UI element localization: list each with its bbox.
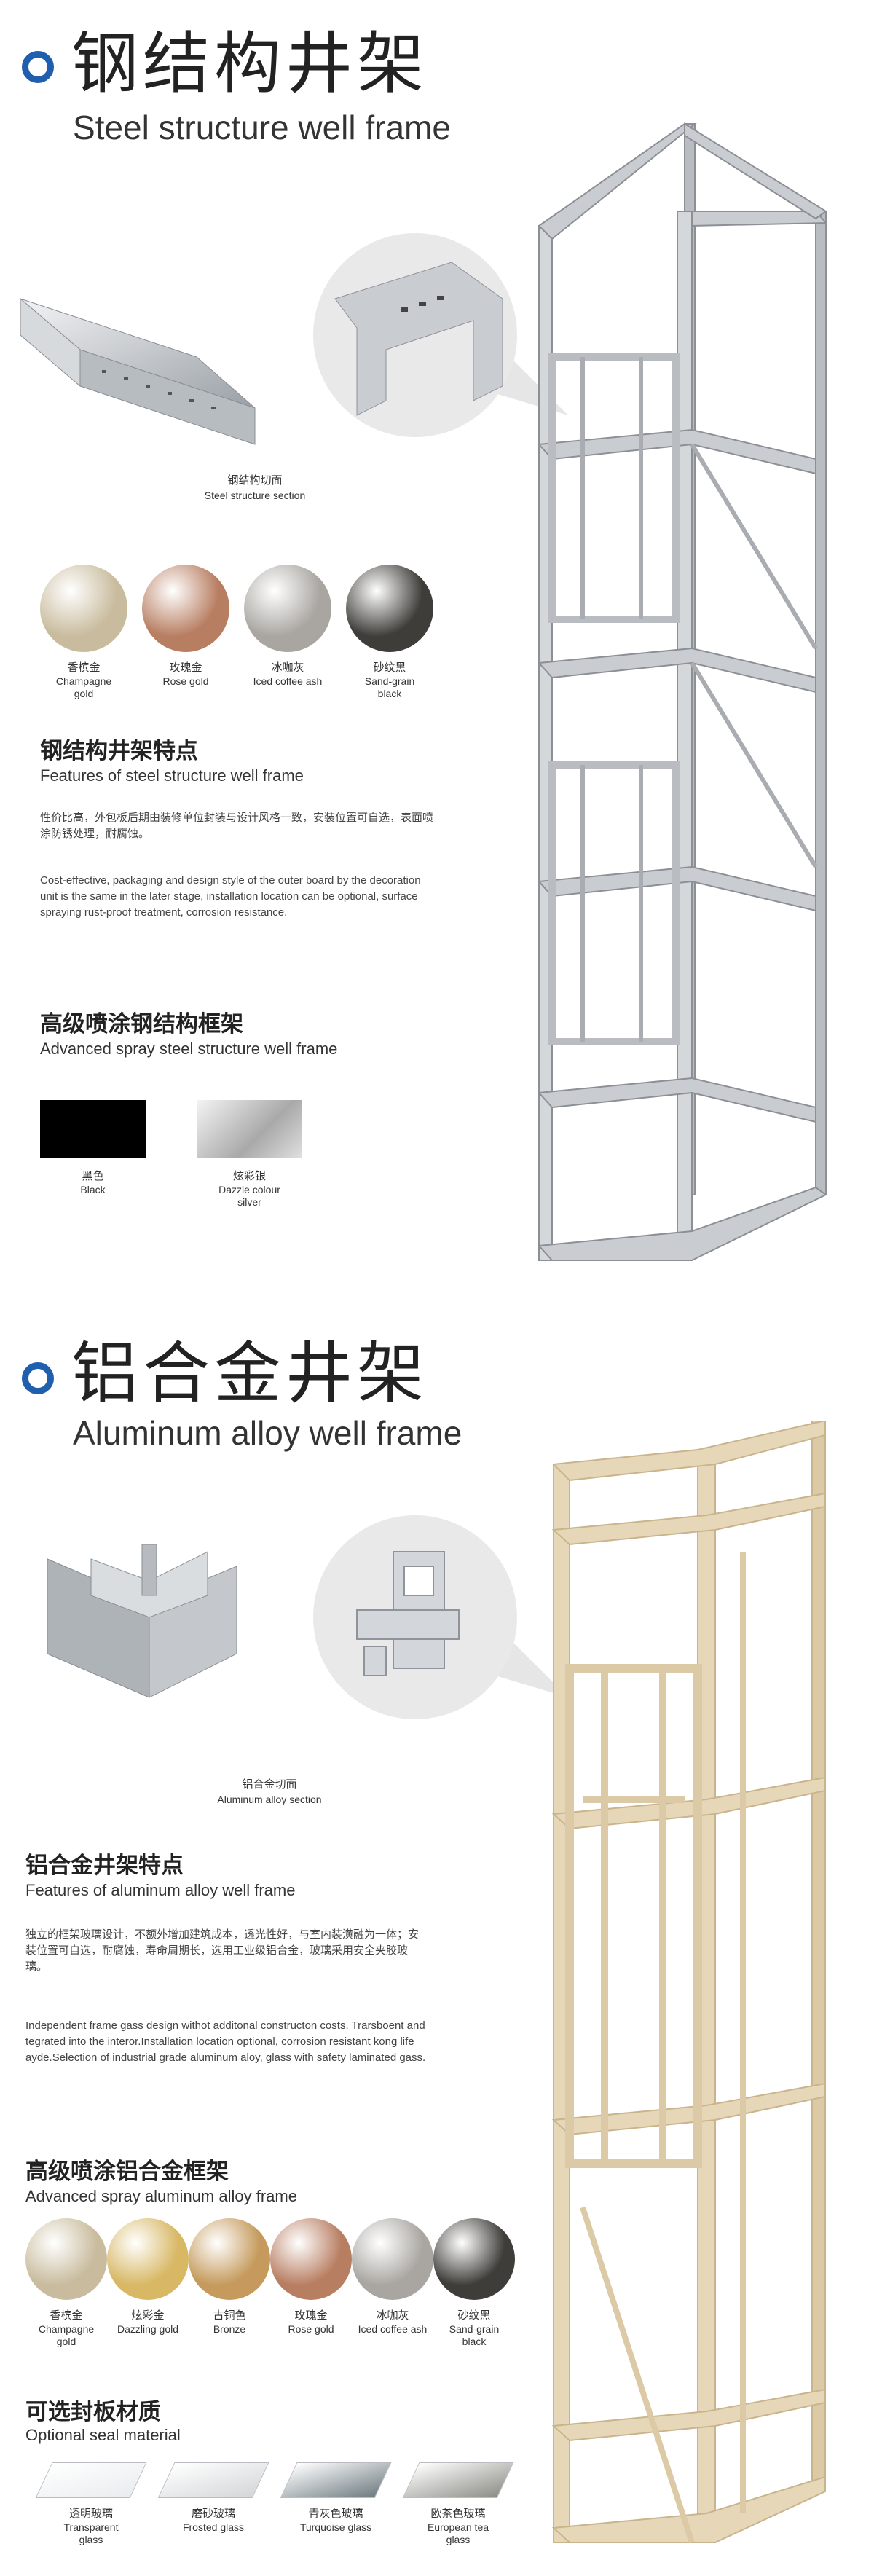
spray-black-label-en: Black (80, 1184, 106, 1195)
spray-silver-label-en: Dazzle colour silver (219, 1184, 280, 1208)
swatch-label-cn: 玫瑰金 (169, 661, 202, 674)
aluminum-profile-image (47, 1544, 237, 1698)
steel-section-caption-en: Steel structure section (204, 490, 306, 501)
section-marker-icon (22, 1362, 54, 1394)
aluminum-section-zoom (313, 1515, 568, 1719)
aluminum-title-cn: 铝合金井架 (71, 1335, 429, 1413)
glass-swatch (35, 2462, 147, 2499)
steel-features-title-cn: 钢结构井架特点 (40, 738, 198, 764)
steel-well-frame-image (537, 122, 828, 1261)
seal-title-en: Optional seal material (25, 2426, 181, 2444)
swatch-label-cn: 青灰色玻璃 (308, 2507, 363, 2521)
steel-features-text-en: Cost-effective, packaging and design sty… (40, 874, 421, 919)
swatch-label-en: Turquoise glass (299, 2521, 372, 2534)
aluminum-features-title-cn: 铝合金井架特点 (25, 1853, 184, 1879)
swatch-label-en: Rose gold (162, 675, 209, 687)
section-marker-icon (22, 51, 54, 83)
color-swatch (40, 565, 127, 652)
swatch-label-en: Rose gold (288, 2323, 334, 2335)
swatch-label-cn: 古铜色 (213, 2309, 246, 2322)
spray-silver-label-cn: 炫彩银 (232, 1169, 266, 1182)
color-swatch (270, 2218, 352, 2300)
steel-section-caption-cn: 钢结构切面 (227, 474, 283, 487)
swatch-label-cn: 香槟金 (50, 2309, 83, 2322)
steel-profile-image (20, 297, 256, 445)
glass-swatch (280, 2462, 392, 2499)
steel-section-zoom (313, 233, 568, 437)
steel-spray-title-cn: 高级喷涂钢结构框架 (40, 1011, 243, 1037)
color-swatch (25, 2218, 107, 2300)
swatch-label-en: Dazzling gold (117, 2323, 179, 2335)
aluminum-spray-title-en: Advanced spray aluminum alloy frame (25, 2187, 297, 2205)
swatch-label-cn: 冰咖灰 (376, 2309, 409, 2322)
swatch-label-en: Transparent glass (63, 2521, 119, 2546)
swatch-label-cn: 冰咖灰 (271, 661, 304, 674)
aluminum-spray-title-cn: 高级喷涂铝合金框架 (25, 2159, 229, 2185)
color-swatch (142, 565, 229, 652)
swatch-label-cn: 磨砂玻璃 (191, 2507, 235, 2521)
swatch-label-en: Sand-grain black (449, 2323, 500, 2347)
aluminum-features-text-en: Independent frame gass design withot add… (25, 2019, 426, 2064)
swatch-label-cn: 透明玻璃 (68, 2507, 113, 2521)
color-swatch (433, 2218, 515, 2300)
steel-features-title-en: Features of steel structure well frame (40, 766, 304, 785)
swatch-label-en: European tea glass (427, 2521, 489, 2546)
swatch-label-cn: 香槟金 (67, 661, 101, 674)
swatch-label-en: Iced coffee ash (253, 675, 323, 687)
aluminum-section-caption-en: Aluminum alloy section (217, 1794, 322, 1805)
aluminum-title-en: Aluminum alloy well frame (73, 1414, 462, 1452)
color-swatch (189, 2218, 270, 2300)
color-swatch (244, 565, 331, 652)
swatch-label-en: Bronze (213, 2323, 246, 2335)
glass-swatch (157, 2462, 269, 2499)
glass-swatch (402, 2462, 514, 2499)
swatch-label-cn: 欧茶色玻璃 (430, 2507, 486, 2521)
color-swatch (107, 2218, 189, 2300)
swatch-label-en: Champagne gold (55, 675, 112, 699)
aluminum-features-title-en: Features of aluminum alloy well frame (25, 1881, 296, 1899)
spray-swatch-silver (197, 1100, 302, 1158)
spray-swatch-black (40, 1100, 146, 1158)
swatch-label-en: Iced coffee ash (358, 2323, 428, 2335)
spray-black-label-cn: 黑色 (82, 1169, 104, 1182)
swatch-label-en: Champagne gold (38, 2323, 95, 2347)
swatch-label-cn: 砂纹黑 (373, 661, 406, 674)
steel-spray-title-en: Advanced spray steel structure well fram… (40, 1040, 338, 1058)
steel-title-cn: 钢结构井架 (71, 25, 429, 103)
swatch-label-en: Frosted glass (182, 2521, 245, 2534)
swatch-label-cn: 玫瑰金 (294, 2309, 328, 2322)
swatch-label-cn: 炫彩金 (131, 2309, 165, 2322)
aluminum-section-caption-cn: 铝合金切面 (242, 1778, 297, 1791)
color-swatch (352, 2218, 433, 2300)
aluminum-features-text-cn: 独立的框架玻璃设计，不额外增加建筑成本，透光性好，与室内装潢融为一体；安装位置可… (25, 1928, 420, 1973)
steel-title-en: Steel structure well frame (73, 109, 451, 146)
aluminum-well-frame-image (551, 1421, 826, 2544)
swatch-label-en: Sand-grain black (364, 675, 415, 699)
steel-features-text-cn: 性价比高，外包板后期由装修单位封装与设计风格一致，安装位置可自选，表面喷涂防锈处… (40, 811, 434, 840)
swatch-label-cn: 砂纹黑 (457, 2309, 491, 2322)
seal-title-cn: 可选封板材质 (25, 2399, 161, 2425)
color-swatch (346, 565, 433, 652)
